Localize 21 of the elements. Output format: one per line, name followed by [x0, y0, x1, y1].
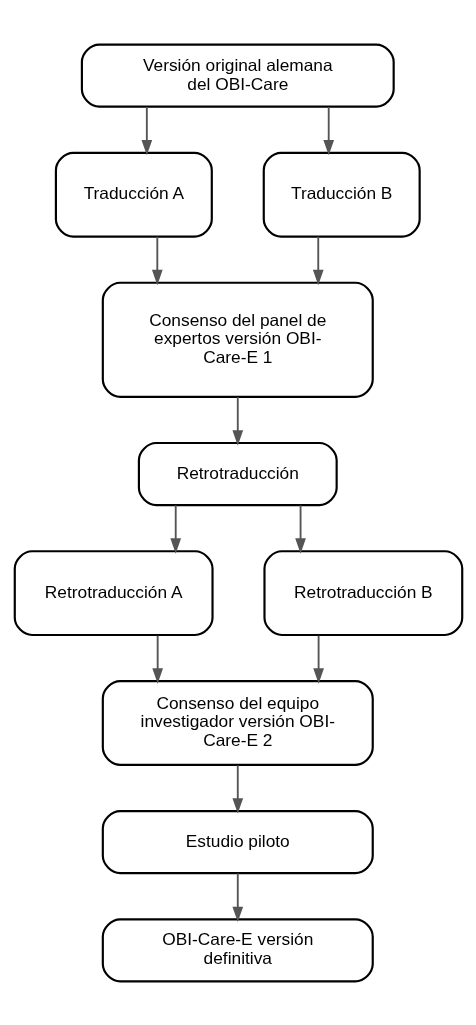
node-box: Retrotraducción A	[13, 549, 214, 636]
node-box: Estudio piloto	[101, 809, 374, 874]
arrow	[151, 634, 163, 684]
arrow	[231, 871, 243, 922]
node-box: Traducción A	[54, 151, 213, 238]
arrow	[322, 105, 334, 155]
node-box: Retrotraducción B	[262, 549, 463, 636]
arrow	[312, 235, 324, 285]
arrow	[140, 105, 152, 155]
node-box: Versión original alemana del OBI-Care	[80, 43, 395, 108]
node-box: Traducción B	[262, 151, 421, 238]
arrow	[169, 503, 181, 554]
arrow	[151, 235, 163, 285]
arrow	[312, 634, 324, 684]
arrow	[231, 395, 243, 446]
node-box: Consenso del equipo investigador versión OBI-Care-E 2	[101, 679, 374, 766]
node-box: Consenso del panel de expertos versión OBI-Care-E 1	[101, 281, 374, 398]
node-box: Retrotraducción	[137, 441, 338, 506]
node-box: OBI-Care-E versión definitiva	[101, 917, 374, 982]
arrow	[294, 503, 306, 554]
arrow	[231, 763, 243, 814]
